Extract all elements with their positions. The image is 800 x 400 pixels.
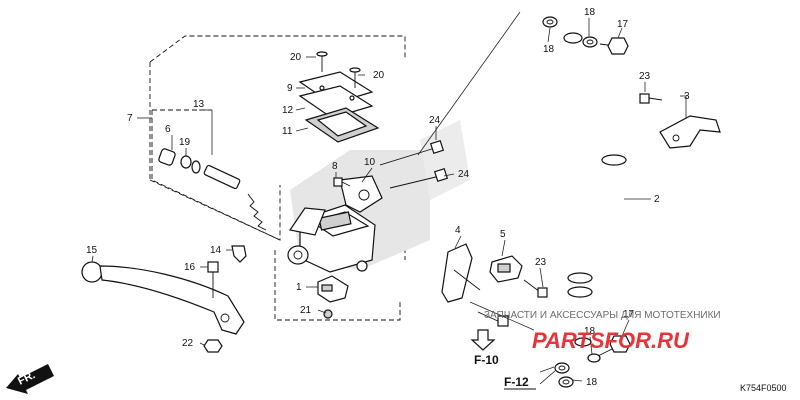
- bracket-3: [659, 115, 721, 149]
- bolt-23-a: [639, 93, 663, 104]
- switch-1: [317, 275, 349, 303]
- callout-22: 22: [182, 338, 194, 349]
- bolt-23-b: [523, 279, 548, 298]
- callout-23-mid: 23: [535, 257, 547, 268]
- ref-label-f10[interactable]: F-10: [474, 353, 499, 367]
- watermark-brand: PARTSFOR.RU: [532, 328, 690, 353]
- nut-22: [203, 339, 223, 353]
- brake-lever: [81, 261, 245, 335]
- screw-21: [323, 309, 333, 319]
- callout-20-b: 20: [373, 70, 385, 81]
- callout-16: 16: [184, 262, 196, 273]
- callout-18-bottom-right: 18: [584, 326, 596, 337]
- ref-arrow-f10: [470, 329, 496, 351]
- washer-18-top-b: [582, 36, 598, 48]
- screw-20-b: [349, 67, 361, 88]
- callout-14: 14: [210, 245, 222, 256]
- callout-8: 8: [332, 161, 338, 172]
- washer-18-bottom-a: [587, 353, 601, 363]
- bolt-24-b: [389, 167, 449, 189]
- callout-11: 11: [282, 126, 293, 137]
- callout-15: 15: [86, 245, 98, 256]
- callout-21: 21: [300, 305, 312, 316]
- callout-numbers: 1 2 3 4 5 6 7 8 9 10 11 12 13 14 15 16 1…: [86, 7, 690, 388]
- callout-17-bottom: 17: [623, 309, 635, 320]
- callout-20-a: 20: [290, 52, 302, 63]
- callout-12: 12: [282, 105, 294, 116]
- front-direction-arrow[interactable]: [6, 364, 54, 394]
- leader-lines: [91, 11, 687, 385]
- callout-18-bottom: 18: [586, 377, 598, 388]
- callout-2: 2: [654, 194, 660, 205]
- callout-18-top-left: 18: [543, 44, 555, 55]
- brake-hose: [563, 31, 632, 361]
- hose-bolt-center: [477, 311, 509, 327]
- watermark-tagline: ЗАПЧАСТИ И АКСЕССУАРЫ ДЛЯ МОТОТЕХНИКИ: [484, 310, 721, 321]
- callout-3: 3: [684, 91, 690, 102]
- part-8: [333, 177, 351, 187]
- callout-9: 9: [287, 83, 293, 94]
- callout-19: 19: [179, 137, 191, 148]
- callout-1: 1: [296, 282, 302, 293]
- part-14: [231, 245, 247, 263]
- part-5: [489, 255, 523, 283]
- callout-5: 5: [500, 229, 506, 240]
- callout-13: 13: [193, 99, 205, 110]
- master-cylinder-body: [287, 175, 383, 273]
- washer-18-bottom-c: [558, 376, 574, 388]
- diagram-code: K754F0500: [740, 383, 787, 393]
- callout-24-b: 24: [458, 169, 470, 180]
- callout-23-top: 23: [639, 71, 651, 82]
- washer-18-bottom-b: [554, 362, 570, 374]
- reservoir-cap-group: [298, 71, 380, 143]
- callout-24-a: 24: [429, 115, 441, 126]
- callout-18-top-right: 18: [584, 7, 596, 18]
- callout-6: 6: [165, 124, 171, 135]
- bolt-24-a: [379, 139, 445, 166]
- bolt-17-top: [599, 37, 629, 55]
- bolt-17-bottom: [597, 335, 631, 357]
- callout-7: 7: [127, 113, 133, 124]
- callout-10: 10: [364, 157, 376, 168]
- ref-label-f12[interactable]: F-12: [504, 375, 529, 389]
- callout-17-top: 17: [617, 19, 629, 30]
- screw-20-a: [316, 51, 328, 72]
- washer-18-top-a: [542, 16, 558, 28]
- piston-set: [158, 148, 267, 231]
- bracket-4: [441, 243, 481, 303]
- callout-4: 4: [455, 225, 461, 236]
